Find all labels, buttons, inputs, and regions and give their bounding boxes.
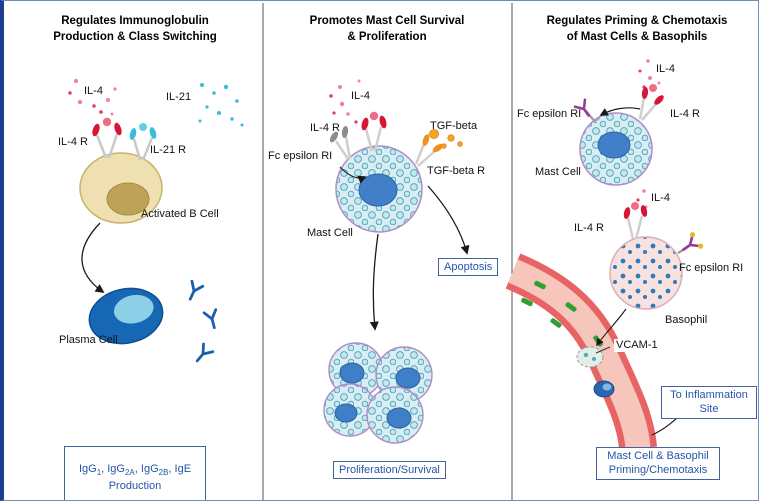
- label-tgf-beta-receptor: TGF-beta R: [427, 165, 486, 177]
- vcam1-pointer: [595, 346, 611, 354]
- vcam1-molecules: [521, 280, 603, 347]
- label-fc-epsilon-ri-basophil: Fc epsilon RI: [679, 262, 744, 274]
- label-il4-p2: IL-4: [351, 90, 370, 102]
- label-il4-p3-mid: IL-4: [651, 192, 670, 204]
- label-il4-receptor-basophil: IL-4 R: [574, 222, 604, 234]
- outcome-box-immunoglobulin-production: IgG1, IgG2A, IgG2B, IgE Production: [64, 446, 206, 500]
- il4-receptor-mast-p3: [638, 84, 664, 121]
- label-fc-epsilon-ri-mast: Fc epsilon RI: [517, 108, 582, 120]
- label-il4-p1: IL-4: [84, 85, 103, 97]
- label-il4-receptor-p3-top: IL-4 R: [670, 108, 700, 120]
- mast-cell: [335, 145, 423, 233]
- label-il4-p3-top: IL-4: [656, 63, 675, 75]
- arrow-basophil-into-vessel: [596, 308, 627, 347]
- panel2-title: Promotes Mast Cell Survival & Proliferat…: [309, 15, 465, 43]
- arrow-bcell-to-plasma: [81, 222, 105, 294]
- tgf-beta-ligand-dots: [441, 134, 463, 149]
- immunoglobulin-list: IgG1, IgG2A, IgG2B, IgE: [78, 463, 192, 478]
- immunoglobulin-production-line: Production: [108, 479, 162, 492]
- il4-ligand-dots-p3-mid: [636, 189, 648, 209]
- label-vcam1: VCAM-1: [614, 339, 660, 353]
- il21-receptor-bcell: [129, 123, 157, 161]
- label-il21: IL-21: [166, 91, 192, 103]
- panel3-title: Regulates Priming & Chemotaxis of Mast C…: [546, 15, 728, 43]
- il4-ligand-dots-p2: [329, 79, 361, 124]
- label-mast-cell-p3: Mast Cell: [535, 166, 581, 178]
- fc-epsilon-ri-receptor-mast: [329, 126, 352, 160]
- mast-cell-p3: [579, 112, 653, 186]
- antibody-icons: [188, 279, 218, 363]
- tgf-beta-receptor-mast: [414, 129, 444, 167]
- plasma-cell: [88, 287, 164, 345]
- proliferating-mast-cells: [323, 342, 433, 444]
- label-activated-b-cell: Activated B Cell: [141, 208, 219, 220]
- arrow-mast-to-proliferation: [369, 233, 379, 331]
- il4-receptor-mast: [361, 111, 387, 152]
- label-tgf-beta: TGF-beta: [430, 120, 478, 132]
- outcome-box-proliferation: Proliferation/Survival: [333, 461, 446, 480]
- activated-b-cell: [79, 152, 163, 224]
- basophil-cell: [609, 236, 683, 310]
- arrow-il4r-to-fceri: [599, 107, 641, 116]
- label-il4-receptor-p2: IL-4 R: [310, 122, 340, 134]
- il4-receptor-bcell: [92, 117, 122, 159]
- ige-antibody-on-fceri-mast: [573, 98, 597, 124]
- ige-antibody-on-fceri-basophil: [677, 232, 704, 254]
- label-fc-epsilon-ri-p2: Fc epsilon RI: [268, 150, 333, 162]
- label-mast-cell-p2: Mast Cell: [307, 227, 353, 239]
- il4-ligand-dots-p3-top: [638, 59, 661, 89]
- label-il4-receptor-p1: IL-4 R: [58, 136, 88, 148]
- il4-receptor-basophil: [623, 202, 648, 240]
- outcome-box-priming-chemotaxis: Mast Cell & Basophil Priming/Chemotaxis: [596, 447, 720, 480]
- label-plasma-cell: Plasma Cell: [59, 334, 118, 346]
- arrow-to-apoptosis: [427, 185, 470, 255]
- arrow-fceri-into-cell: [339, 166, 367, 184]
- il21-ligand-dots: [198, 83, 244, 127]
- pathway-art: [68, 3, 704, 500]
- label-il21-receptor: IL-21 R: [150, 144, 187, 156]
- panel1-title: Regulates Immunoglobulin Production & Cl…: [53, 15, 217, 43]
- il4-ligand-dots-p1: [68, 78, 117, 116]
- inflammation-site-box: To Inflammation Site: [661, 386, 757, 419]
- blood-vessel: [505, 253, 657, 450]
- rolling-cell-in-vessel: [576, 346, 615, 398]
- label-basophil: Basophil: [665, 314, 708, 326]
- apoptosis-box: Apoptosis: [438, 258, 499, 277]
